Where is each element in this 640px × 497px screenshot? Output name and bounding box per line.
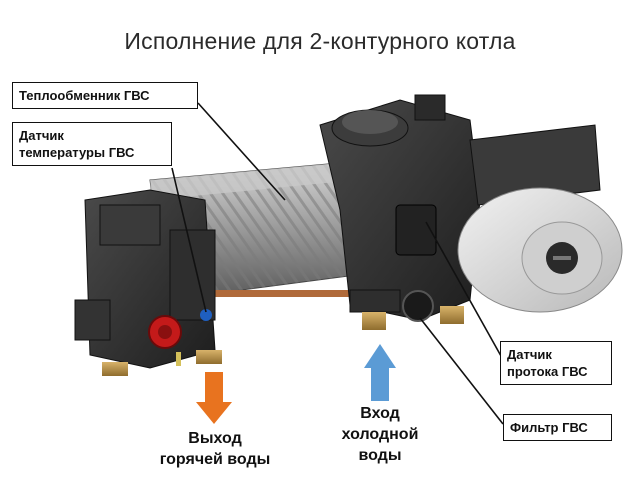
filter-ring-icon (402, 290, 434, 322)
valve-body (319, 94, 481, 330)
hot-water-out-arrow (196, 372, 232, 424)
caption-cold-water-line1: Вход (360, 405, 400, 422)
leader-heat-exchanger (197, 102, 286, 201)
leader-filter (419, 317, 504, 425)
callout-flow-sensor-line2: протока ГВС (507, 364, 588, 379)
callout-temp-sensor-line2: температуры ГВС (19, 145, 135, 160)
caption-cold-water-line2: холодной (341, 426, 419, 443)
callout-temp-sensor: Датчик температуры ГВС (12, 122, 172, 166)
callout-flow-sensor-line1: Датчик (507, 347, 552, 362)
callout-temp-sensor-line1: Датчик (19, 128, 64, 143)
callout-flow-sensor: Датчик протока ГВС (500, 341, 612, 385)
page-title: Исполнение для 2-контурного котла (124, 28, 516, 54)
callout-filter-label: Фильтр ГВС (510, 420, 588, 435)
caption-hot-water-line2: горячей воды (159, 451, 271, 468)
temp-sensor-icon (200, 309, 212, 321)
leader-flow-sensor (425, 221, 502, 357)
circulation-pump (457, 124, 623, 313)
caption-cold-water-line3: воды (358, 447, 402, 464)
copper-pipe (210, 290, 360, 297)
cold-water-in-arrow (364, 344, 396, 401)
caption-cold-water-in: Вход холодной воды (315, 403, 445, 466)
caption-hot-water-out: Выход горячей воды (140, 428, 290, 470)
caption-hot-water-line1: Выход (188, 430, 242, 447)
callout-filter: Фильтр ГВС (503, 414, 612, 441)
hot-water-block (74, 189, 222, 376)
callout-heat-exchanger: Теплообменник ГВС (12, 82, 198, 109)
callout-heat-exchanger-label: Теплообменник ГВС (19, 88, 150, 103)
leader-temp-sensor (171, 167, 207, 313)
